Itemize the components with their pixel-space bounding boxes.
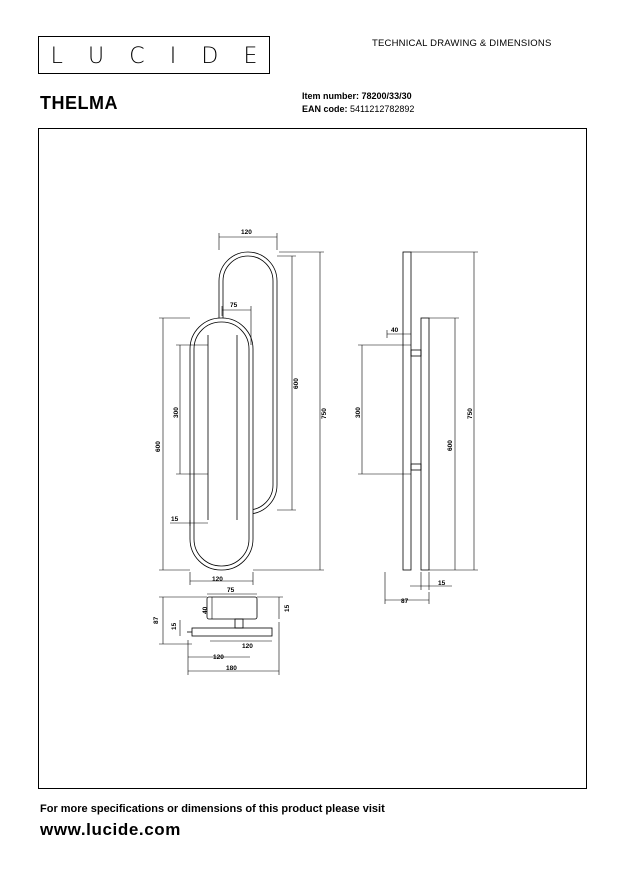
product-name: THELMA xyxy=(40,93,118,113)
dim-label: 600 xyxy=(293,378,300,389)
dim-label: 75 xyxy=(227,587,235,594)
dim-label: 300 xyxy=(173,407,180,418)
logo-letter: U xyxy=(87,43,107,69)
item-number-label: Item number: xyxy=(302,91,360,101)
dim-label: 180 xyxy=(226,665,237,672)
document-type: TECHNICAL DRAWING & DIMENSIONS xyxy=(372,38,552,49)
dim-label: 120 xyxy=(212,576,223,583)
top-view-outline xyxy=(187,596,273,637)
dim-label: 40 xyxy=(391,327,399,334)
dim-label: 750 xyxy=(467,408,474,419)
footer-website-link[interactable]: www.lucide.com xyxy=(40,820,181,839)
dim-label: 750 xyxy=(321,408,328,419)
dim-label: 15 xyxy=(284,604,291,612)
drawing-frame xyxy=(38,128,587,789)
dim-label: 120 xyxy=(213,654,224,661)
dim-label: 87 xyxy=(153,616,160,624)
brand-logo: L U C I D E xyxy=(38,36,270,74)
ean-label: EAN code: xyxy=(302,104,348,114)
logo-letter: C xyxy=(129,43,147,69)
logo-letter: D xyxy=(201,43,221,69)
dim-label: 300 xyxy=(355,407,362,418)
logo-letter: I xyxy=(169,43,179,69)
footer-note: For more specifications or dimensions of… xyxy=(40,803,385,815)
dim-label: 600 xyxy=(447,440,454,451)
ean-value: 5411212782892 xyxy=(350,104,415,114)
dim-label: 120 xyxy=(242,643,253,650)
item-number-value: 78200/33/30 xyxy=(361,91,412,101)
dim-label: 15 xyxy=(171,516,179,523)
product-identifiers: Item number: 78200/33/30 EAN code: 54112… xyxy=(302,90,414,116)
dim-label: 120 xyxy=(241,229,252,236)
dim-label: 15 xyxy=(438,580,446,587)
dim-label: 15 xyxy=(171,622,178,630)
side-view-outline xyxy=(402,251,430,571)
dim-label: 600 xyxy=(155,441,162,452)
logo-letter: E xyxy=(243,43,260,69)
dim-label: 75 xyxy=(230,302,238,309)
dim-label: 87 xyxy=(401,598,409,605)
dim-label: 40 xyxy=(202,606,209,614)
front-ring-outline xyxy=(189,317,254,571)
brand-logo-text: L U C I D E xyxy=(39,37,271,75)
logo-letter: L xyxy=(50,43,65,69)
